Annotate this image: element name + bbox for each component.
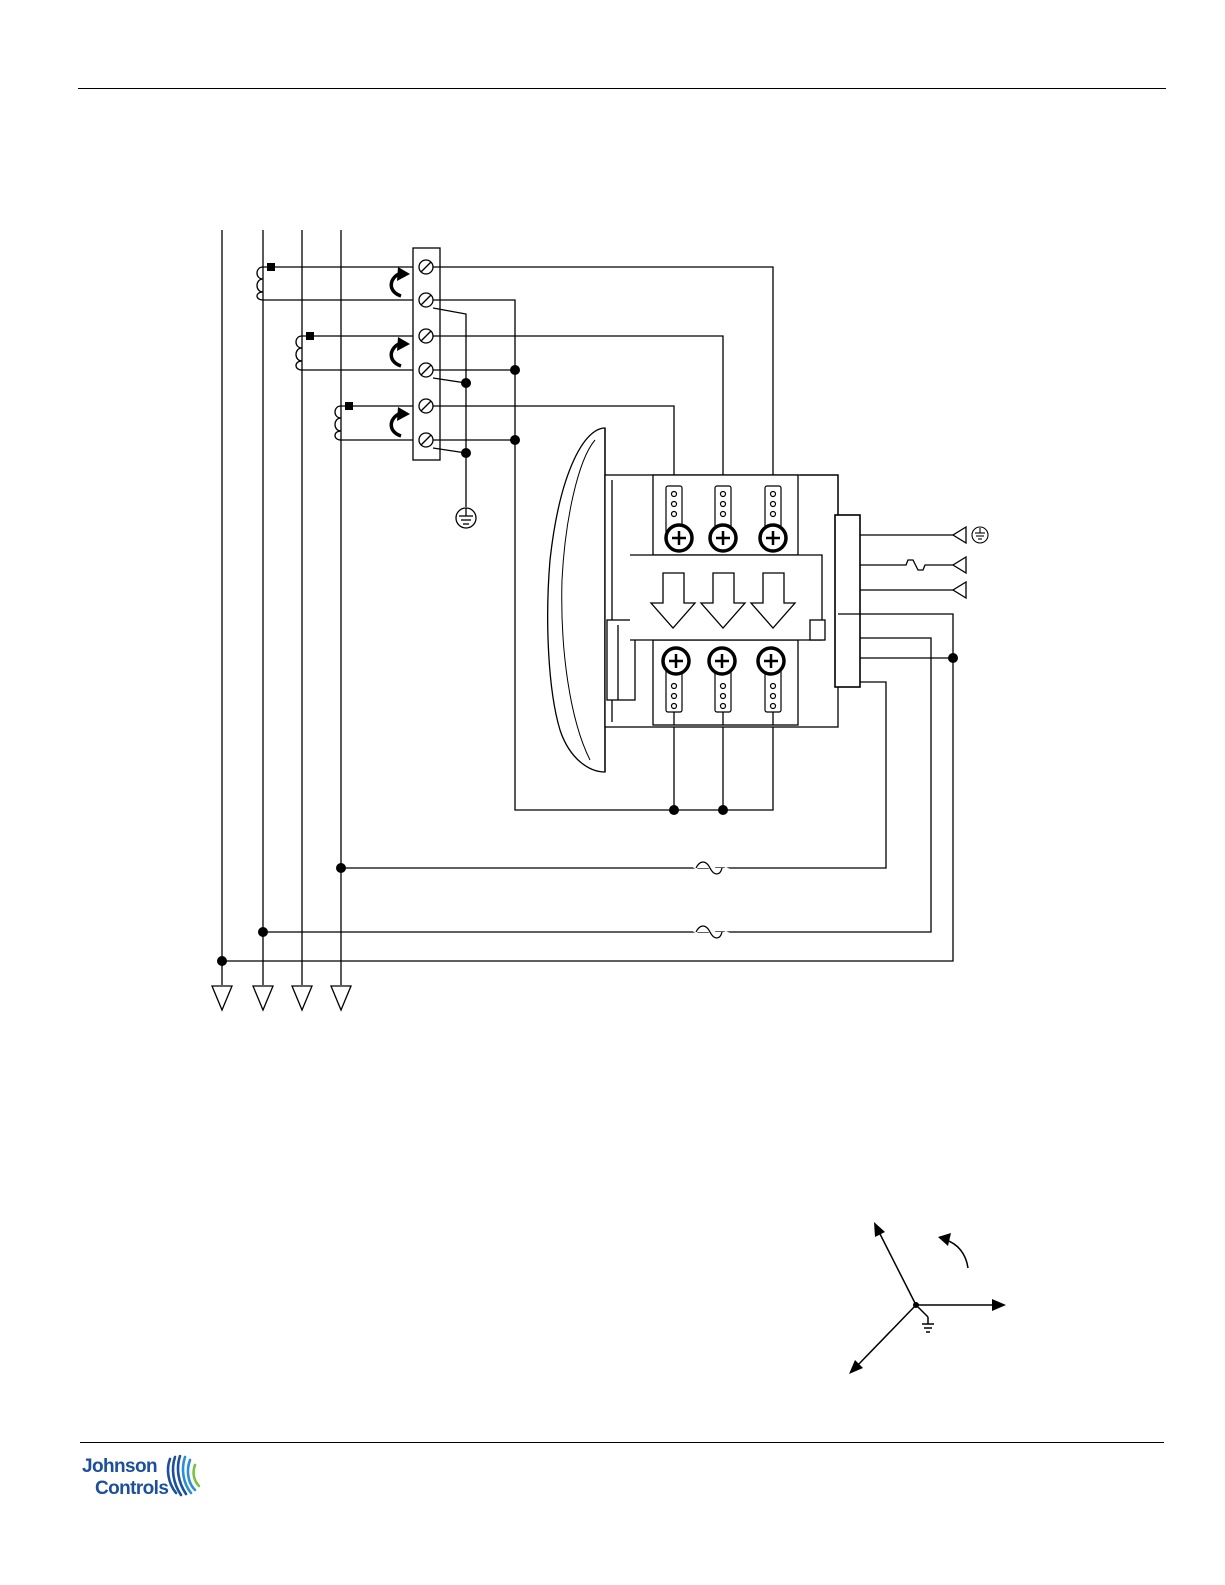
load-arrow-l2 bbox=[292, 986, 312, 1010]
ground-icon bbox=[456, 508, 476, 528]
ct-coil-l3 bbox=[335, 406, 349, 440]
johnson-controls-logo: Johnson Controls bbox=[82, 1455, 212, 1517]
rotation-arrow-icon bbox=[946, 1240, 968, 1268]
logo-line-1: Johnson bbox=[82, 1457, 157, 1476]
load-arrow-l3 bbox=[331, 986, 351, 1010]
meter-device bbox=[548, 428, 860, 772]
ground-icon bbox=[972, 527, 988, 543]
logo-line-2: Controls bbox=[95, 1479, 168, 1498]
phasor-c bbox=[856, 1305, 916, 1367]
ct-coil-l2 bbox=[296, 336, 310, 370]
ct-coil-l1 bbox=[257, 267, 271, 300]
fuse-icon bbox=[694, 861, 728, 876]
wiring-diagram bbox=[0, 0, 1225, 1100]
meter-cover bbox=[548, 428, 605, 772]
load-arrow-l1 bbox=[253, 986, 273, 1010]
arrow-down-icon bbox=[651, 573, 795, 628]
meter-side-connector bbox=[835, 515, 860, 687]
supply-inputs bbox=[953, 527, 966, 598]
logo-mark-icon bbox=[164, 1455, 204, 1497]
lower-terminals bbox=[663, 648, 784, 712]
load-arrow-n bbox=[212, 986, 232, 1010]
phasor-b bbox=[879, 1232, 916, 1305]
shorting-terminal-block bbox=[413, 248, 440, 460]
footer-rule bbox=[80, 1442, 1164, 1443]
